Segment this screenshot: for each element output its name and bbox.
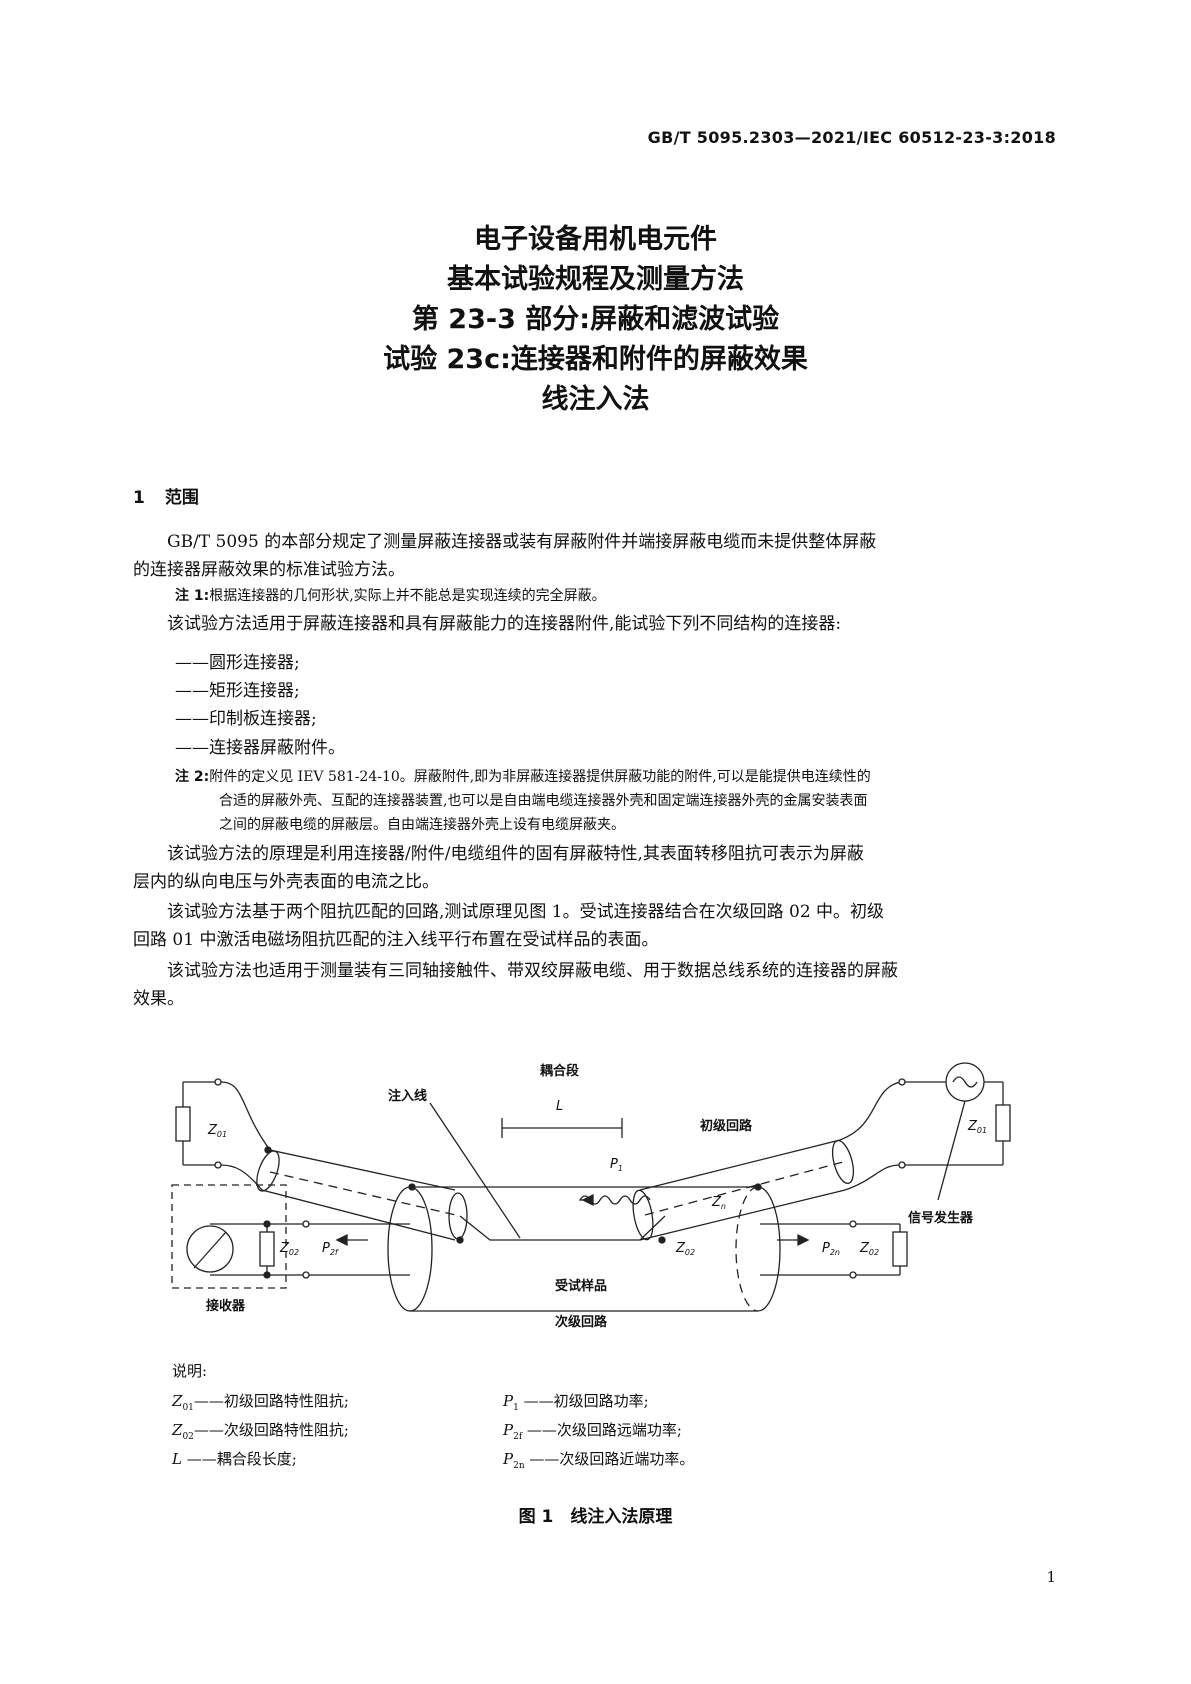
sine-icon: [952, 1076, 978, 1088]
p1-arrowhead: [581, 1193, 594, 1207]
list-item: ——印制板连接器;: [175, 709, 317, 729]
note-1-label: 注 1:: [175, 588, 210, 604]
paragraph-2: 该试验方法适用于屏蔽连接器和具有屏蔽能力的连接器附件,能试验下列不同结构的连接器…: [167, 614, 842, 634]
legend-item: Z01——初级回路特性阻抗;: [172, 1392, 349, 1413]
resistor-z02-left: [259, 1231, 275, 1267]
terminal: [302, 1271, 310, 1279]
note-2-line-2: 合适的屏蔽外壳、互配的连接器装置,也可以是自由端电缆连接器外壳和固定端连接器外壳…: [219, 793, 868, 809]
terminal: [302, 1220, 310, 1228]
label-secondary-circuit: 次级回路: [555, 1314, 608, 1330]
note-2: 注 2:附件的定义见 IEV 581-24-10。屏蔽附件,即为非屏蔽连接器提供…: [175, 765, 1059, 837]
note-2-line-3: 之间的屏蔽电缆的屏蔽层。自由端连接器外壳上设有电缆屏蔽夹。: [219, 817, 625, 833]
p1-line-2: 的连接器屏蔽效果的标准试验方法。: [133, 560, 405, 580]
list-item: ——矩形连接器;: [175, 681, 300, 701]
junction-dot: [754, 1183, 762, 1191]
title-line-5: 线注入法: [541, 384, 650, 415]
junction-dot: [263, 1271, 271, 1279]
label-l: L: [556, 1099, 563, 1114]
legend-item: Z02——次级回路特性阻抗;: [172, 1421, 349, 1442]
junction-dot: [408, 1183, 416, 1191]
dut-right-end-hidden: [735, 1186, 759, 1312]
label-z01-left: Z01: [207, 1123, 227, 1139]
note-1: 注 1:根据连接器的几何形状,实际上并不能总是实现连续的完全屏蔽。: [175, 584, 1059, 608]
label-p1: P1: [610, 1157, 623, 1173]
label-z02-right: Z02: [859, 1241, 879, 1257]
legend-item: P2f ——次级回路远端功率;: [503, 1421, 682, 1442]
dut-right-end: [757, 1186, 781, 1312]
list-item: ——连接器屏蔽附件。: [175, 738, 345, 758]
note-2-line-1: 附件的定义见 IEV 581-24-10。屏蔽附件,即为非屏蔽连接器提供屏蔽功能…: [209, 769, 871, 785]
terminal: [898, 1078, 906, 1086]
legend-item: P2n ——次级回路近端功率。: [503, 1450, 695, 1471]
figure-1-diagram: 耦合段 L 注入线 初级回路 P1 Zn 信号发生器 Z01 Z01 Z02 P…: [171, 1062, 1011, 1330]
cable-end: [448, 1192, 468, 1240]
legend-item: L ——耦合段长度;: [172, 1450, 297, 1468]
p5-line-1: 该试验方法也适用于测量装有三同轴接触件、带双绞屏蔽电缆、用于数据总线系统的连接器…: [167, 961, 898, 981]
paragraph-1: GB/T 5095 的本部分规定了测量屏蔽连接器或装有屏蔽附件并端接屏蔽电缆而未…: [133, 528, 1059, 584]
cable-end: [831, 1139, 855, 1185]
terminal: [849, 1271, 857, 1279]
label-z01-right: Z01: [967, 1119, 987, 1135]
label-z02-mid: Z02: [675, 1241, 695, 1257]
cable-end: [256, 1150, 280, 1192]
standard-code: GB/T 5095.2303—2021/IEC 60512-23-3:2018: [647, 128, 1056, 147]
legend-title: 说明:: [172, 1362, 208, 1380]
label-dut: 受试样品: [555, 1278, 607, 1294]
p5-line-2: 效果。: [133, 989, 184, 1009]
section-number: 1: [133, 488, 145, 508]
paragraph-3: 该试验方法的原理是利用连接器/附件/电缆组件的固有屏蔽特性,其表面转移阻抗可表示…: [133, 840, 1059, 896]
shield-dashed: [644, 1161, 844, 1216]
terminal: [898, 1161, 906, 1169]
p3-line-2: 层内的纵向电压与外壳表面的电流之比。: [133, 872, 439, 892]
document-title: 电子设备用机电元件 基本试验规程及测量方法 第 23-3 部分:屏蔽和滤波试验 …: [0, 220, 1191, 420]
label-primary-circuit: 初级回路: [700, 1118, 753, 1134]
junction-dot: [264, 1146, 272, 1154]
junction-dot: [658, 1236, 666, 1244]
p4-line-1: 该试验方法基于两个阻抗匹配的回路,测试原理见图 1。受试连接器结合在次级回路 0…: [167, 902, 885, 922]
pointer-line: [429, 1102, 521, 1239]
terminal: [214, 1078, 222, 1086]
label-p2n: P2n: [822, 1241, 840, 1257]
paragraph-5: 该试验方法也适用于测量装有三同轴接触件、带双绞屏蔽电缆、用于数据总线系统的连接器…: [133, 957, 1059, 1013]
p1-line-1: GB/T 5095 的本部分规定了测量屏蔽连接器或装有屏蔽附件并端接屏蔽电缆而未…: [167, 532, 877, 552]
p4-line-2: 回路 01 中激活电磁场阻抗匹配的注入线平行布置在受试样品的表面。: [133, 930, 659, 950]
label-receiver: 接收器: [206, 1298, 246, 1314]
primary-cable-left: [220, 1081, 456, 1241]
title-line-2: 基本试验规程及测量方法: [447, 264, 744, 295]
figure-caption: 图 1 线注入法原理: [518, 1507, 673, 1527]
note-1-text: 根据连接器的几何形状,实际上并不能总是实现连续的完全屏蔽。: [209, 588, 606, 604]
label-coupling-section: 耦合段: [540, 1063, 579, 1079]
p2f-arrowhead: [335, 1233, 348, 1247]
title-line-1: 电子设备用机电元件: [474, 224, 717, 255]
section-title: 范围: [164, 488, 199, 508]
label-zn: Zn: [711, 1195, 726, 1211]
label-signal-generator: 信号发生器: [908, 1210, 974, 1226]
label-z02-left: Z02: [279, 1241, 299, 1257]
dut-left-end: [387, 1186, 433, 1312]
p3-line-1: 该试验方法的原理是利用连接器/附件/电缆组件的固有屏蔽特性,其表面转移阻抗可表示…: [167, 844, 864, 864]
junction-dot: [456, 1236, 464, 1244]
paragraph-4: 该试验方法基于两个阻抗匹配的回路,测试原理见图 1。受试连接器结合在次级回路 0…: [133, 898, 1059, 954]
page-number: 1: [1046, 1568, 1056, 1586]
label-injection-line: 注入线: [388, 1088, 427, 1104]
primary-cable-right: [639, 1081, 901, 1241]
resistor-z01-left: [175, 1106, 191, 1142]
label-p2f: P2f: [322, 1241, 339, 1257]
section-heading: 1 范围: [133, 483, 199, 508]
terminal: [214, 1161, 222, 1169]
resistor-z02-right: [892, 1231, 908, 1267]
title-line-3: 第 23-3 部分:屏蔽和滤波试验: [411, 304, 780, 335]
resistor-z01-right: [995, 1104, 1011, 1142]
list-item: ——圆形连接器;: [175, 653, 300, 673]
shield-dashed: [269, 1171, 461, 1217]
receiver-meter-symbol: [186, 1225, 234, 1273]
terminal: [849, 1220, 857, 1228]
legend-item: P1 ——初级回路功率;: [503, 1392, 649, 1413]
receiver-meter-needle: [193, 1231, 227, 1269]
pointer-line: [937, 1100, 966, 1201]
note-2-label: 注 2:: [175, 769, 210, 785]
title-line-4: 试验 23c:连接器和附件的屏蔽效果: [383, 344, 808, 375]
junction-dot: [263, 1220, 271, 1228]
p2n-arrowhead: [797, 1233, 810, 1247]
